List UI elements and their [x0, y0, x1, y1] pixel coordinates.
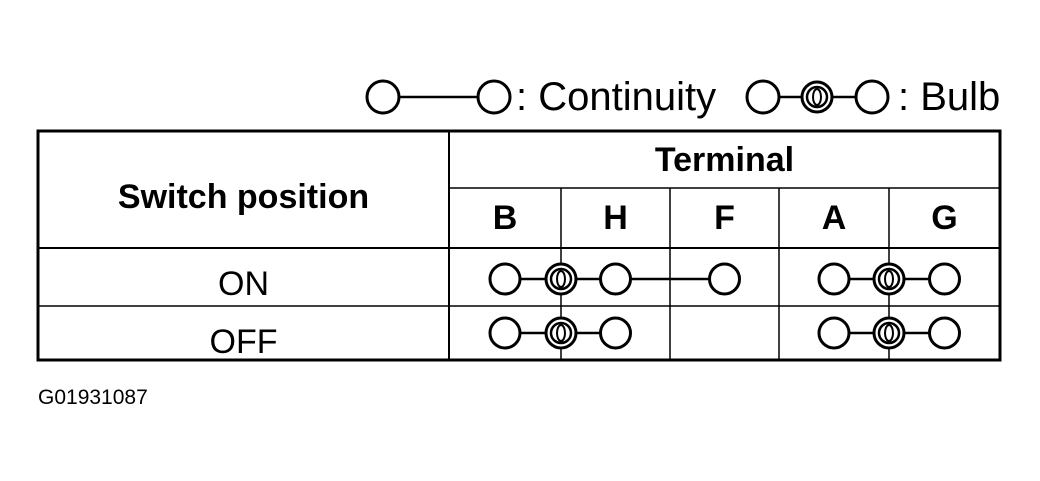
row-connections-on	[488, 262, 961, 296]
legend-continuity-node-right	[476, 79, 512, 115]
connection-on-b-h-bulb-icon	[544, 262, 578, 296]
terminal-label-h: H	[603, 199, 628, 237]
terminal-node-off-a	[817, 316, 851, 350]
legend-bulb-node-left	[745, 79, 781, 115]
terminal-node-off-h	[599, 316, 632, 350]
terminal-node-on-b	[488, 262, 522, 296]
connections-layer	[488, 262, 961, 350]
terminal-node-off-g	[928, 316, 961, 350]
legend-symbols	[365, 79, 890, 115]
terminal-label-a: A	[821, 199, 847, 237]
connection-off-b-h-bulb-icon	[544, 316, 578, 350]
connection-off-a-g-bulb-icon-filament	[884, 324, 894, 342]
switch-position-header: Switch position	[117, 178, 370, 216]
connection-off-a-g-bulb-icon-inner-ring	[877, 321, 901, 345]
legend: : Continuity : Bulb	[0, 62, 1040, 132]
connection-off-b-h-bulb-icon-inner-ring	[549, 321, 573, 345]
legend-bulb-icon	[800, 80, 834, 114]
connection-on-b-h-bulb-icon-inner-ring	[549, 267, 573, 291]
connection-off-a-g-bulb-icon	[872, 316, 906, 350]
legend-bulb-icon-filament	[812, 88, 822, 106]
row-connections-off	[488, 316, 961, 350]
connection-on-b-h-bulb-icon-filament	[556, 270, 566, 288]
terminal-label-b: B	[492, 199, 518, 237]
legend-bulb-node-right	[854, 79, 890, 115]
row-label-on: ON	[218, 265, 269, 303]
row-label-off: OFF	[209, 323, 278, 361]
terminal-node-on-a	[817, 262, 851, 296]
terminal-node-on-f	[708, 262, 741, 296]
connection-on-a-g-bulb-icon-filament	[884, 270, 894, 288]
table-border	[36, 129, 1002, 362]
legend-bulb-label: : Bulb	[898, 75, 1001, 119]
connection-on-a-g-bulb-icon	[872, 262, 906, 296]
terminal-node-off-b	[488, 316, 522, 350]
figure-id: G01931087	[38, 386, 148, 409]
legend-continuity-label: : Continuity	[516, 75, 717, 119]
connection-off-b-h-bulb-icon-filament	[556, 324, 566, 342]
terminal-node-on-g	[928, 262, 961, 296]
table-grid	[36, 129, 1002, 362]
connection-on-a-g-bulb-icon-inner-ring	[877, 267, 901, 291]
legend-bulb-icon-inner-ring	[805, 85, 829, 109]
terminal-header: Terminal	[654, 141, 795, 179]
legend-continuity-node-left	[365, 79, 401, 115]
terminal-node-on-h	[599, 262, 632, 296]
terminal-label-f: F	[714, 199, 735, 237]
terminal-label-g: G	[931, 199, 958, 237]
